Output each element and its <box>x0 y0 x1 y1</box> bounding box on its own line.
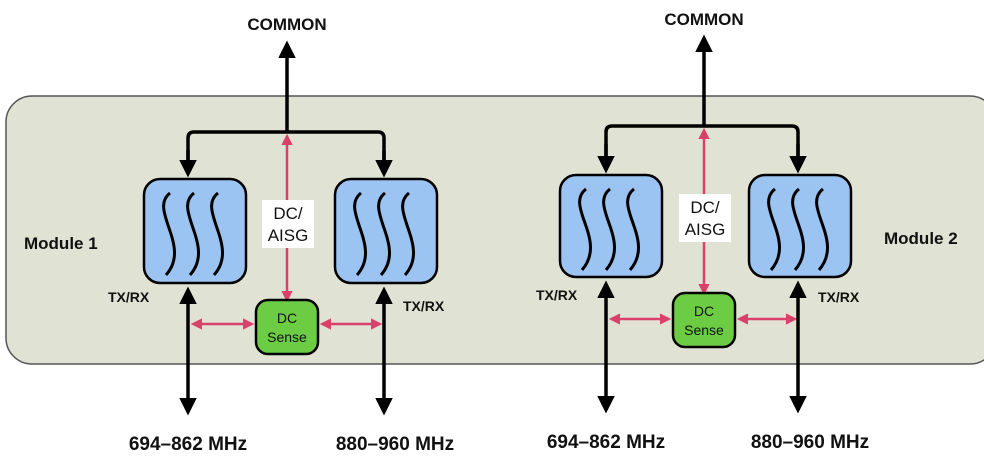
module-1-port-left-label: TX/RX <box>108 289 150 305</box>
module-1-split-connector <box>186 130 386 170</box>
filter-icon <box>162 191 224 276</box>
module-2-dc-sense-line2: Sense <box>684 322 724 338</box>
module-2-label: Module 2 <box>884 229 958 248</box>
module-1-band-left: 694–862 MHz <box>129 434 247 455</box>
filter-icon <box>767 187 829 271</box>
module-1-label: Module 1 <box>24 234 98 253</box>
module-2-filter-left <box>558 173 664 279</box>
module-2-split-connector <box>604 124 800 166</box>
module-1-dc-sense-line1: DC <box>277 310 297 326</box>
module-2-filter-right <box>747 173 853 279</box>
module-1-port-right-label: TX/RX <box>403 298 445 314</box>
module-1-common-label: COMMON <box>247 15 326 34</box>
module-1-filter-right <box>333 177 439 285</box>
module-2-common-label: COMMON <box>664 10 743 29</box>
module-2-dc-aisg-label-bg <box>679 194 731 242</box>
module-2-dc-sense-line1: DC <box>694 303 714 319</box>
modules-panel <box>5 95 984 365</box>
module-2: Module 2 COMMON DC/ AISG <box>536 10 958 453</box>
filter-icon <box>578 187 640 271</box>
module-2-port-right-label: TX/RX <box>818 289 860 305</box>
module-2-band-left: 694–862 MHz <box>547 432 665 453</box>
module-2-band-right: 880–960 MHz <box>751 432 869 453</box>
module-2-dc-sense-box <box>671 291 737 349</box>
module-1-dc-aisg-line1: DC/ <box>273 204 303 223</box>
module-1-dc-sense-line2: Sense <box>267 329 307 345</box>
module-1-dc-sense-box <box>254 298 320 356</box>
module-1-dc-aisg-line2: AISG <box>268 226 309 245</box>
module-2-dc-aisg-line2: AISG <box>685 220 726 239</box>
module-2-dc-aisg-line1: DC/ <box>690 198 720 217</box>
module-1-band-right: 880–960 MHz <box>336 434 454 455</box>
module-1-filter-left <box>142 177 248 285</box>
module-1-dc-aisg-label-bg <box>262 200 314 248</box>
module-1: Module 1 COMMON DC/ AISG <box>24 15 454 455</box>
module-2-port-left-label: TX/RX <box>536 287 578 303</box>
filter-icon <box>353 191 415 276</box>
